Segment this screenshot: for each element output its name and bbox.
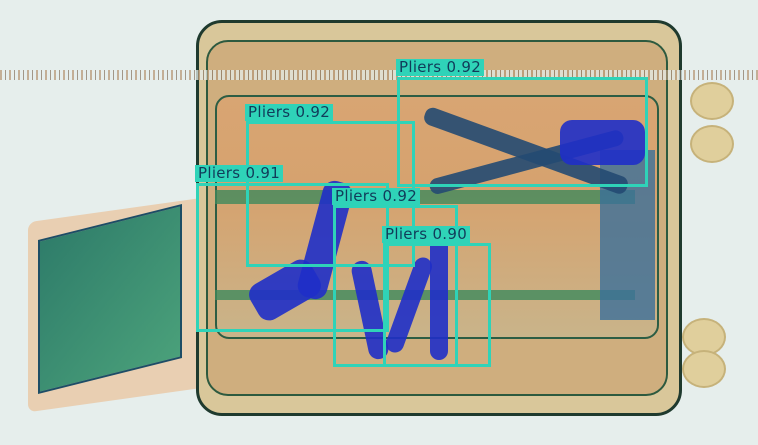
wheel	[682, 318, 726, 356]
wheel	[690, 125, 734, 163]
wheel	[690, 82, 734, 120]
scan-noise-band	[0, 70, 758, 80]
detection-label-5: Pliers 0.90	[382, 226, 471, 243]
pliers-head	[560, 120, 645, 165]
detection-label-3: Pliers 0.91	[195, 165, 284, 182]
detection-box-pliers-3	[196, 183, 389, 332]
detection-label-4: Pliers 0.92	[332, 188, 421, 205]
detection-label-1: Pliers 0.92	[396, 59, 485, 76]
detection-label-2: Pliers 0.92	[245, 104, 334, 121]
detection-box-pliers-5	[383, 243, 491, 367]
pliers	[430, 230, 448, 360]
frame-rail	[215, 290, 635, 300]
detection-box-pliers-1	[397, 77, 648, 187]
wheel	[682, 350, 726, 388]
